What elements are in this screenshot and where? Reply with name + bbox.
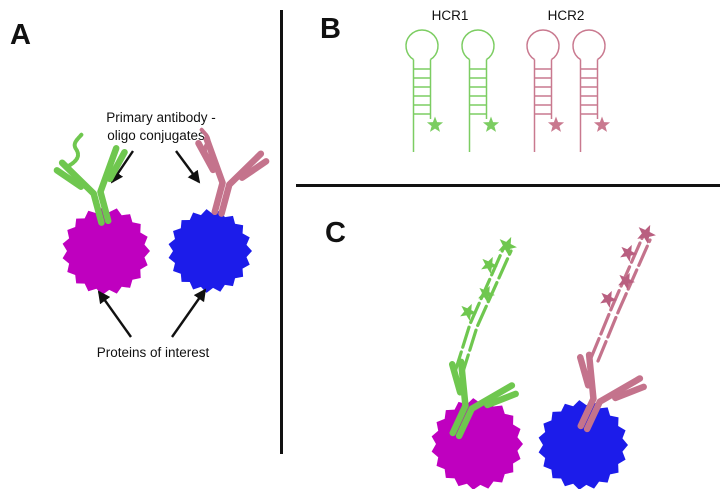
oligo-squiggle-green (68, 132, 84, 167)
panel-a: A Primary antibody - oligo conjugates Pr… (10, 19, 268, 360)
annotation-primary-antibody-line2: oligo conjugates (107, 128, 205, 143)
fluorophore-star-green-4 (460, 303, 477, 321)
fluorophore-star-green-3 (478, 285, 495, 303)
arrow-to-pink-antibody (175, 150, 201, 184)
panel-a-label: A (10, 19, 31, 51)
hcr-polymer-green-strand-2 (460, 249, 513, 377)
hcr1-label: HCR1 (432, 8, 469, 23)
hcr1-hairpin-2 (461, 29, 500, 153)
arrow-to-magenta-protein (97, 290, 132, 338)
panel-b-label: B (320, 13, 341, 45)
hcr2-hairpin-2 (572, 29, 611, 153)
primary-antibody-pink (182, 137, 267, 221)
arrow-to-blue-protein (171, 288, 207, 338)
panel-c-label: C (325, 217, 346, 249)
protein-blob-blue-c (538, 400, 628, 489)
fluorophore-star-pink-1 (637, 224, 656, 244)
annotation-primary-antibody-line1: Primary antibody - (106, 110, 216, 125)
protein-blob-blue (168, 209, 252, 293)
hcr-polymer-pink-strand-2 (596, 238, 652, 363)
annotation-proteins-of-interest: Proteins of interest (97, 345, 210, 360)
hcr-polymer-pink-strand-1 (589, 234, 645, 360)
hcr2-hairpin-1 (526, 29, 565, 153)
panel-c: C (325, 217, 656, 489)
hcr2-label: HCR2 (548, 8, 585, 23)
fluorophore-star-green-2 (481, 256, 498, 274)
hcr-polymer-green-strand-1 (453, 245, 506, 374)
fluorophore-star-pink-4 (600, 290, 617, 308)
arrow-to-green-antibody (110, 150, 134, 184)
oligo-squiggle-pink (199, 127, 215, 162)
protein-blob-magenta-c (431, 398, 523, 489)
fluorophore-star-pink-2 (620, 244, 637, 262)
panel-b: B HCR1 HCR2 (320, 8, 611, 153)
fluorophore-star-pink-3 (618, 272, 635, 290)
hcr1-hairpin-1 (405, 29, 444, 153)
protein-blob-magenta (62, 207, 150, 295)
fluorophore-star-green-1 (498, 236, 517, 256)
